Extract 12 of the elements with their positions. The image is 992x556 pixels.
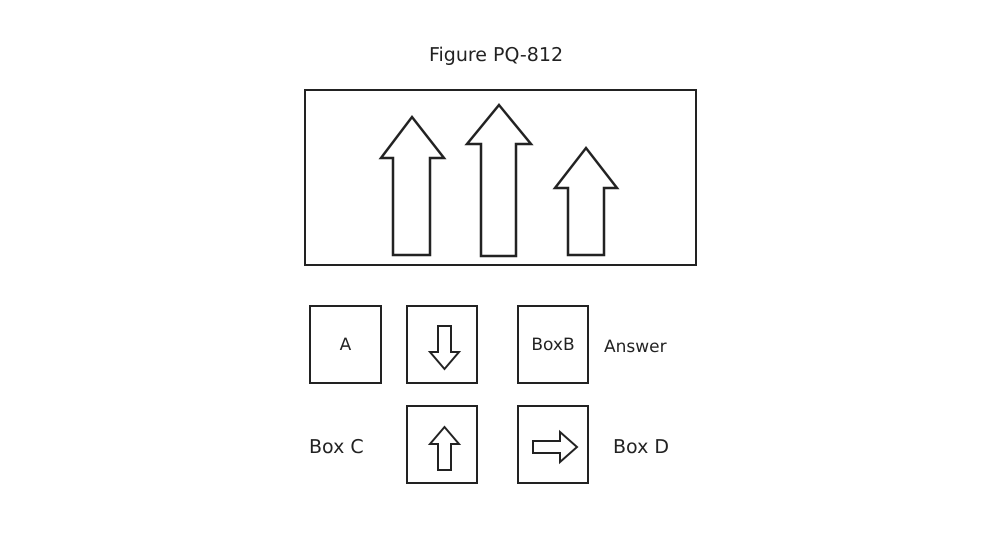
box-label: A [340,334,352,354]
answer-option-box [406,305,478,384]
answer-option-box [406,405,478,484]
figure-frame [304,89,697,266]
answer-option-box [517,405,589,484]
answer-option-box [517,305,589,384]
answer-option-box [309,305,382,384]
figure-title: Figure PQ-812 [428,44,564,66]
box-label: BoxB [531,334,575,354]
box-name-label: Box C [309,436,364,458]
answer-label: Answer [604,337,667,357]
box-name-label: Box D [613,436,669,458]
